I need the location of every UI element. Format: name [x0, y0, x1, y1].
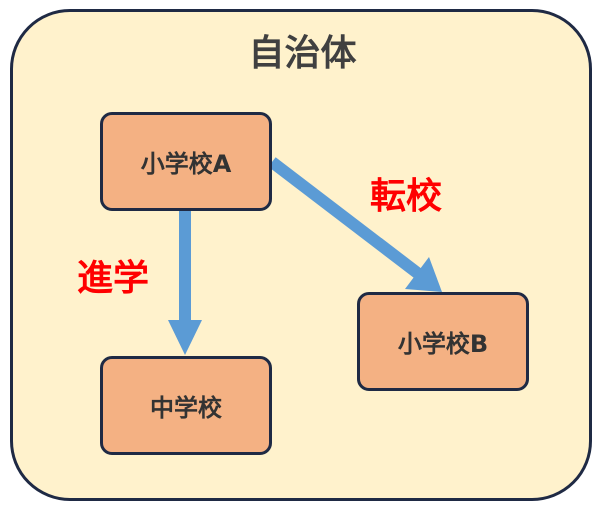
advance-label: 進学 [77, 258, 150, 299]
node-elementary-b: 小学校B [357, 292, 529, 391]
node-elementary-a: 小学校A [100, 112, 272, 211]
transfer-arrow-head [405, 257, 442, 292]
municipality-title: 自治体 [248, 33, 357, 74]
node-junior-high: 中学校 [100, 356, 272, 455]
transfer-label: 転校 [370, 176, 443, 217]
advance-arrow-head [168, 320, 202, 355]
advance-arrow-shaft [179, 211, 191, 323]
transfer-arrow-shaft [268, 157, 424, 280]
